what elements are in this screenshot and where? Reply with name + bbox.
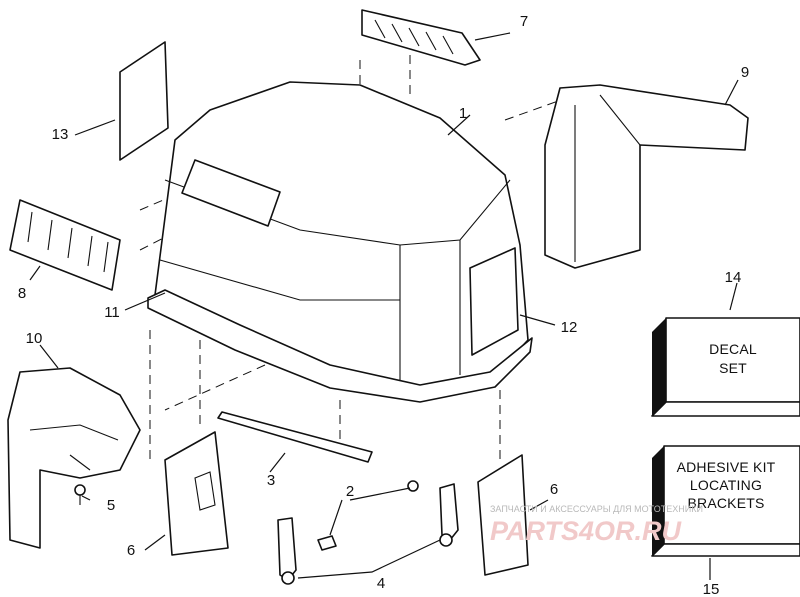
decal-box-line1: DECAL (709, 341, 757, 357)
callout-10: 10 (26, 330, 43, 347)
callout-labels: 1 2 3 4 5 6 6 7 8 9 10 11 12 13 14 15 (18, 13, 749, 597)
main-cowl-part (147, 81, 533, 403)
callout-6-right: 6 (550, 481, 558, 498)
decal-box-line2: SET (719, 360, 747, 376)
leader-lines (29, 32, 739, 580)
callout-12: 12 (561, 319, 578, 336)
watermark-logo: PARTS4OR.RU (490, 516, 683, 546)
kit-box-line1: ADHESIVE KIT (677, 459, 776, 475)
rear-cover-part (544, 84, 749, 269)
callout-5: 5 (107, 497, 115, 514)
callout-11: 11 (104, 304, 120, 321)
callout-13: 13 (52, 126, 69, 143)
callout-7: 7 (520, 13, 528, 30)
side-vent-grille-part (9, 199, 121, 291)
upper-vent-grille-part (361, 9, 481, 66)
bracket-plate-right-part (477, 454, 529, 576)
screw-part-5 (74, 484, 86, 505)
callout-15: 15 (703, 581, 720, 597)
callout-8: 8 (18, 285, 26, 302)
watermark-tagline: ЗАПЧАСТИ И АКСЕССУАРЫ ДЛЯ МОТОТЕХНИКИ (490, 504, 703, 514)
kit-box-line3: BRACKETS (687, 495, 764, 511)
callout-1: 1 (459, 105, 467, 122)
callout-4: 4 (377, 575, 385, 592)
front-cover-part (7, 367, 141, 549)
adhesive-kit-box: ADHESIVE KIT LOCATING BRACKETS (651, 445, 800, 557)
callout-3: 3 (267, 472, 275, 489)
decal-panel-part (119, 41, 169, 161)
callout-9: 9 (741, 64, 749, 81)
seal-strip-part (217, 411, 373, 463)
callout-14: 14 (725, 269, 742, 286)
callout-6-left: 6 (127, 542, 135, 559)
bolt-part-2 (317, 480, 419, 551)
callout-2: 2 (346, 483, 354, 500)
decal-set-box: DECAL SET (651, 317, 800, 417)
kit-box-line2: LOCATING (690, 477, 762, 493)
bracket-plate-left-part (164, 431, 229, 556)
latch-bracket-part (277, 483, 459, 585)
watermark: ЗАПЧАСТИ И АКСЕССУАРЫ ДЛЯ МОТОТЕХНИКИ PA… (490, 504, 703, 546)
